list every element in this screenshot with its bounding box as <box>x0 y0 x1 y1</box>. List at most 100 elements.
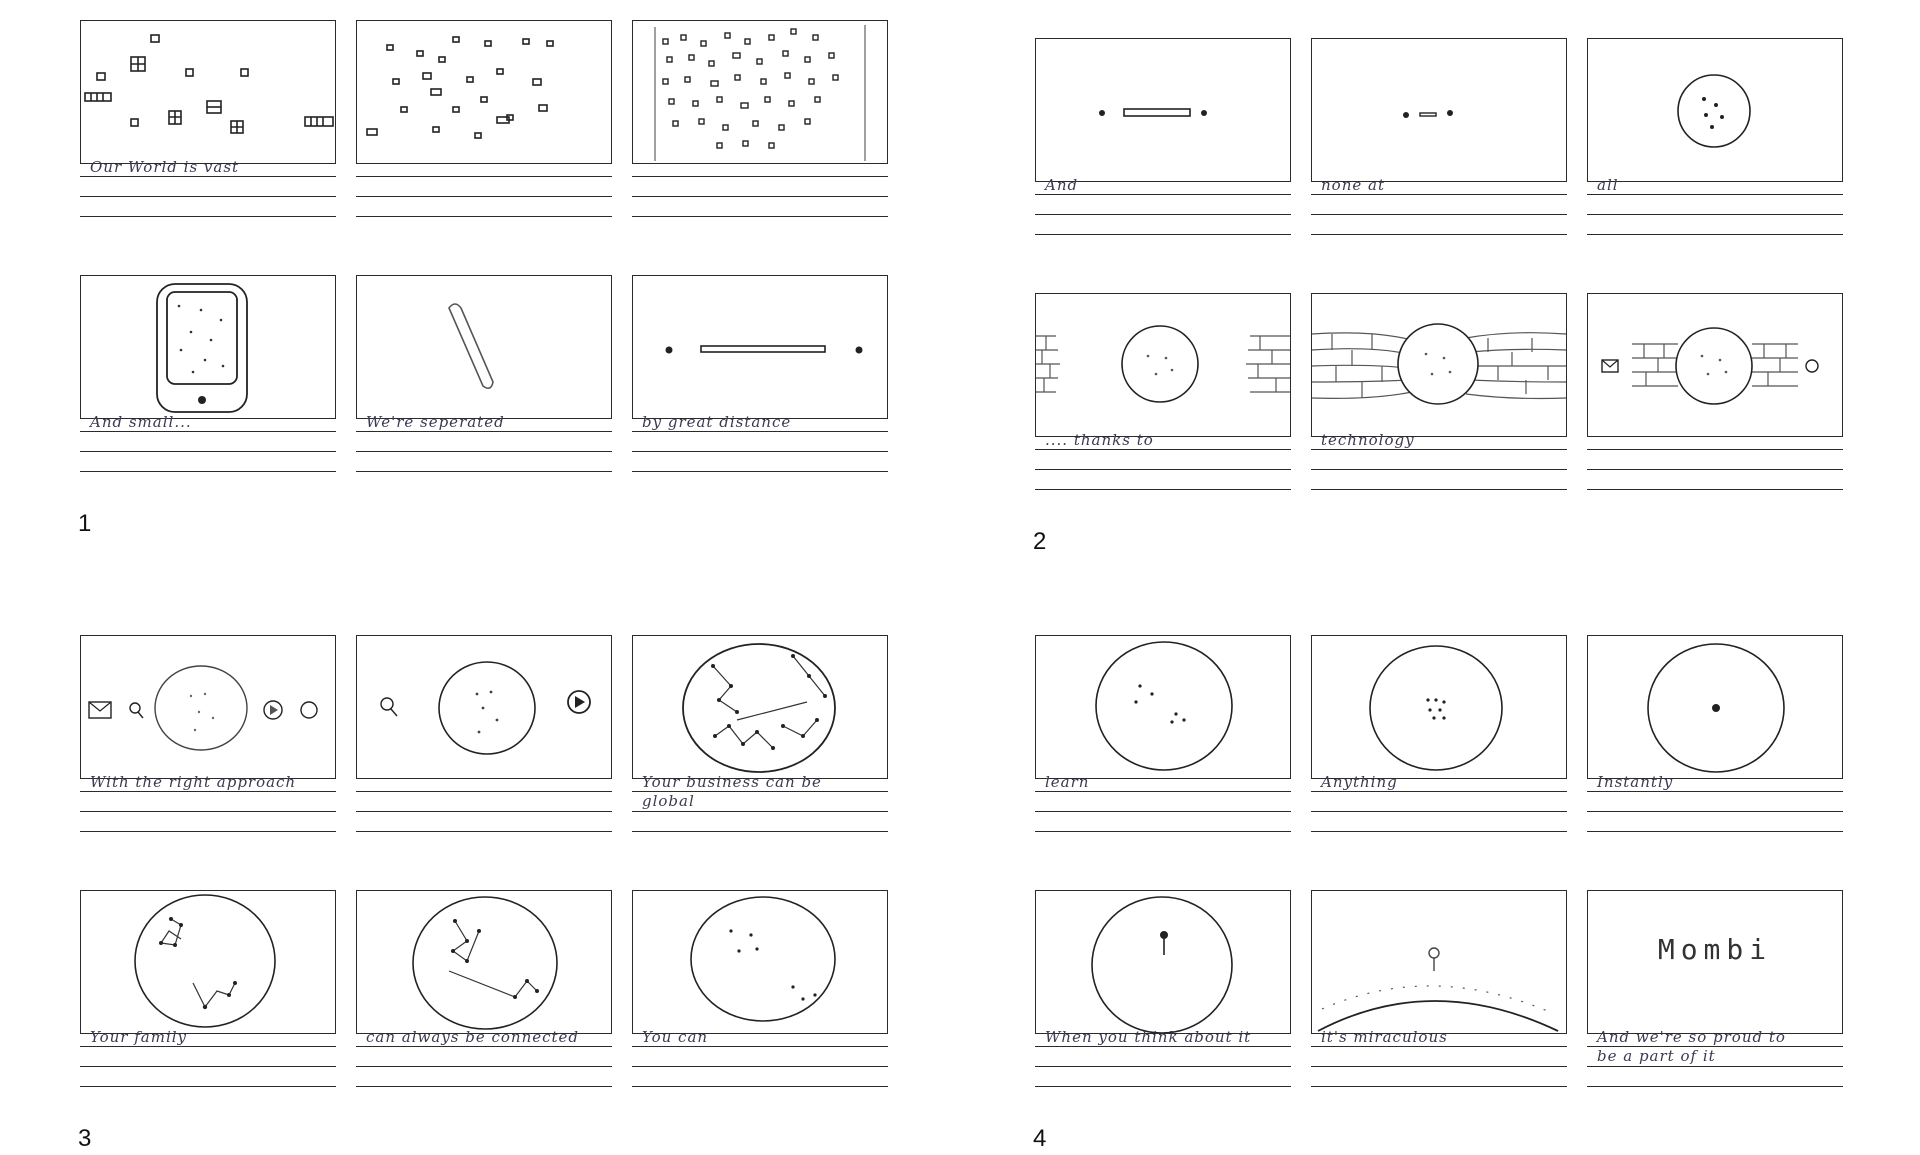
panel-caption: Anything <box>1321 773 1398 791</box>
page-number: 1 <box>78 510 92 537</box>
panel-frame <box>80 275 336 419</box>
logo-sketch: Mombi <box>1658 933 1772 966</box>
panel-frame <box>632 20 888 164</box>
panel-1-2 <box>356 20 612 250</box>
panel-frame <box>632 635 888 779</box>
globe-instantly-sketch <box>1647 643 1785 773</box>
panel-4-4: When you think about it <box>1035 890 1291 1120</box>
panel-frame: Mombi <box>1587 890 1843 1034</box>
panel-frame <box>1035 293 1291 437</box>
panel-3-6: You can <box>632 890 888 1120</box>
panel-1-1: Our World is vast <box>80 20 336 250</box>
buildings-sketch <box>366 36 554 139</box>
phone-sketch <box>156 283 248 413</box>
storyboard-page-3: With the right approach <box>78 635 900 1155</box>
panel-caption: learn <box>1045 773 1090 791</box>
globe-bridge-sketch <box>1312 323 1566 405</box>
panel-3-2 <box>356 635 612 865</box>
panel-caption: And small... <box>90 413 192 431</box>
panel-frame <box>1311 635 1567 779</box>
panel-4-3: Instantly <box>1587 635 1843 865</box>
chat-icon <box>1805 359 1819 373</box>
panel-frame <box>356 635 612 779</box>
panel-2-3: all <box>1587 38 1843 268</box>
globe-sketch <box>1677 74 1751 148</box>
panel-1-5: We're seperated <box>356 275 612 505</box>
logo-text: Mombi <box>1658 933 1772 966</box>
panel-3-5: can always be connected <box>356 890 612 1120</box>
panel-frame <box>1587 293 1843 437</box>
panel-2-6 <box>1587 293 1843 523</box>
panel-2-5: technology <box>1311 293 1567 523</box>
globe-apps-sketch <box>380 661 591 755</box>
globe-pin-sketch <box>1091 896 1233 1033</box>
panel-frame <box>80 890 336 1034</box>
storyboard-page-2: And none at <box>1033 38 1855 558</box>
panel-caption: Your business can be global <box>642 773 822 810</box>
storyboard-page-4: learn Anything <box>1033 635 1855 1155</box>
panel-frame <box>80 20 336 164</box>
panel-caption: it's miraculous <box>1321 1028 1448 1046</box>
globe-dots-sketch <box>690 896 836 1022</box>
panel-3-3: Your business can be global <box>632 635 888 865</box>
horizon-sketch <box>1317 947 1559 1032</box>
panel-frame <box>1311 38 1567 182</box>
panel-caption: Instantly <box>1597 773 1674 791</box>
panel-frame <box>356 275 612 419</box>
panel-caption: Our World is vast <box>90 158 240 176</box>
panel-4-5: it's miraculous <box>1311 890 1567 1120</box>
panel-2-2: none at <box>1311 38 1567 268</box>
panel-caption: When you think about it <box>1045 1028 1252 1046</box>
panel-caption: none at <box>1321 176 1385 194</box>
panel-caption: And <box>1045 176 1079 194</box>
panel-1-4: And small... <box>80 275 336 505</box>
panel-caption: all <box>1597 176 1619 194</box>
globe-brick-sketch <box>1036 325 1290 403</box>
buildings-sketch <box>84 34 334 134</box>
panel-caption: by great distance <box>642 413 792 431</box>
panel-caption: You can <box>642 1028 709 1046</box>
panel-2-4: .... thanks to <box>1035 293 1291 523</box>
panel-frame <box>356 890 612 1034</box>
buildings-sketch <box>654 25 866 161</box>
panel-4-6: Mombi And we're so proud to be a part of… <box>1587 890 1843 1120</box>
panel-frame <box>1587 38 1843 182</box>
distance-sketch <box>665 345 863 354</box>
panel-caption: Your family <box>90 1028 188 1046</box>
panel-caption: We're seperated <box>366 413 505 431</box>
panel-frame <box>1311 293 1567 437</box>
panel-1-3 <box>632 20 888 250</box>
panel-caption: And we're so proud to be a part of it <box>1597 1028 1786 1065</box>
globe-network-sketch <box>682 643 836 773</box>
globe-connected-sketch <box>412 896 558 1030</box>
panel-4-1: learn <box>1035 635 1291 865</box>
tilted-bar-sketch <box>448 303 494 390</box>
panel-frame <box>356 20 612 164</box>
panel-frame <box>1311 890 1567 1034</box>
panel-frame <box>1035 635 1291 779</box>
panel-1-6: by great distance <box>632 275 888 505</box>
globe-learn-sketch <box>1095 641 1233 771</box>
panel-frame <box>1587 635 1843 779</box>
globe-icons-sketch <box>1601 327 1819 405</box>
panel-frame <box>632 275 888 419</box>
panel-2-1: And <box>1035 38 1291 268</box>
close-distance-sketch <box>1403 110 1453 118</box>
globe-anything-sketch <box>1369 645 1503 771</box>
panel-caption: can always be connected <box>366 1028 580 1046</box>
panel-frame <box>1035 38 1291 182</box>
globe-family-sketch <box>134 894 276 1028</box>
page-number: 2 <box>1033 528 1047 555</box>
globe-apps-sketch <box>88 665 318 751</box>
storyboard-page-1: Our World is vast <box>78 20 900 540</box>
panel-caption: With the right approach <box>90 773 297 791</box>
panel-caption: .... thanks to <box>1045 431 1154 449</box>
mail-icon <box>1601 359 1619 373</box>
panel-3-4: Your family <box>80 890 336 1120</box>
page-number: 3 <box>78 1125 92 1152</box>
distance-sketch <box>1099 108 1207 117</box>
panel-frame <box>1035 890 1291 1034</box>
page-number: 4 <box>1033 1125 1047 1152</box>
panel-caption: technology <box>1321 431 1415 449</box>
panel-3-1: With the right approach <box>80 635 336 865</box>
